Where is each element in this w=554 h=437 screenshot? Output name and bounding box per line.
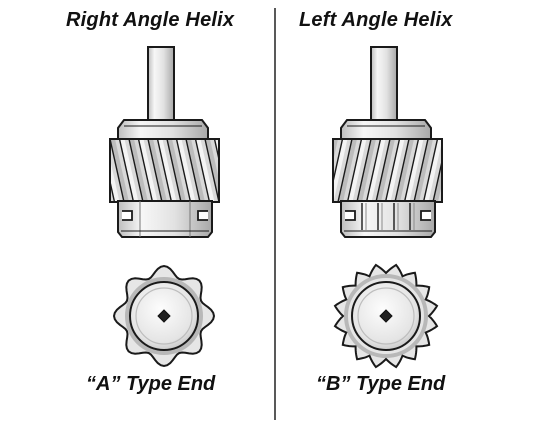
right-shaft [370,46,398,123]
type-a-end-caption: “A” Type End [86,373,216,395]
right-hub [340,200,436,238]
right-shoulder [340,119,432,141]
type-b-end-view [333,263,439,369]
left-shoulder [117,119,209,141]
left-angle-helix-title: Left Angle Helix [299,9,453,31]
left-hub [117,200,213,238]
right-helix-gear-side-view [109,46,220,238]
right-angle-helix-title: Right Angle Helix [66,9,235,31]
left-shaft [147,46,175,123]
type-a-end-view [112,264,216,368]
type-b-end-caption: “B” Type End [316,373,446,395]
left-helix-gear-side-view [332,46,443,238]
